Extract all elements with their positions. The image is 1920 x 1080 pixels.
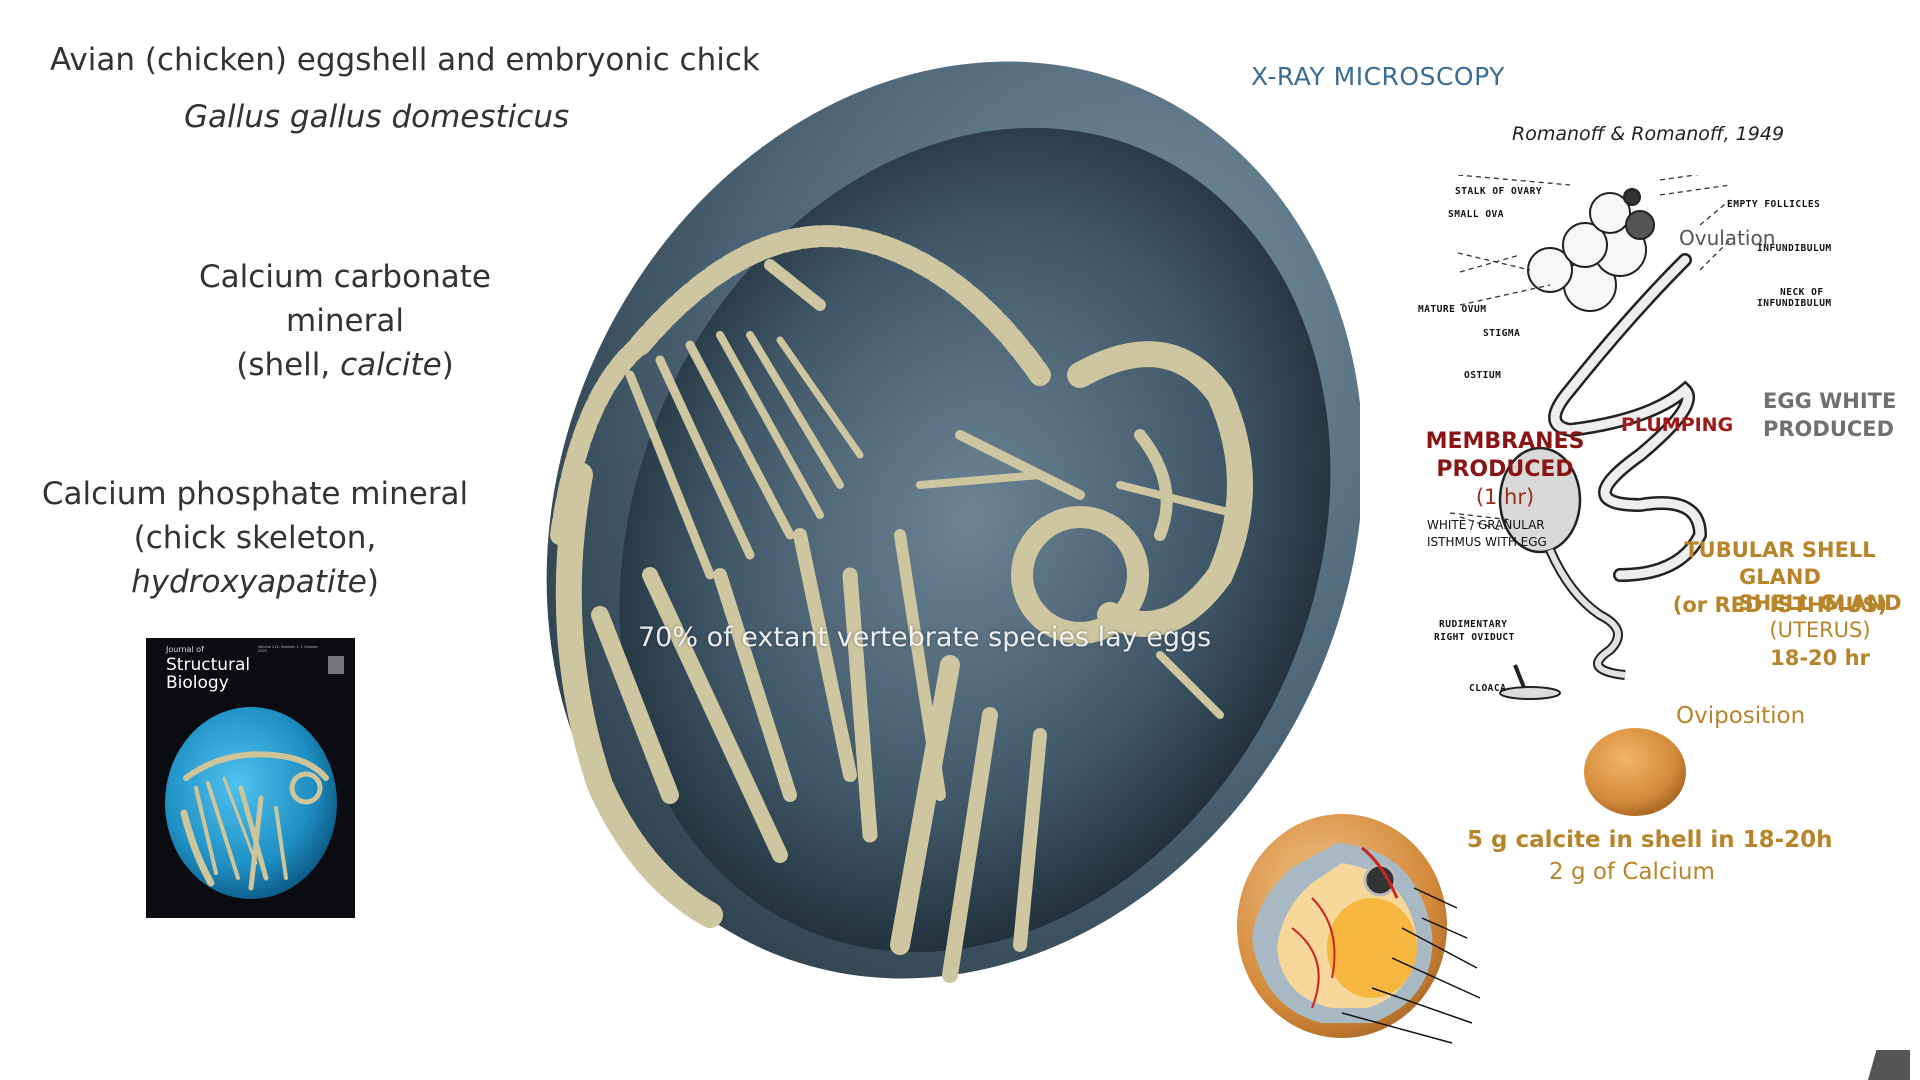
phosphate-line1: Calcium phosphate mineral [41,476,469,512]
oviduct-diagram [1449,175,1731,700]
label-ostium: OSTIUM [1464,370,1502,381]
label-neck-1: NECK OF [1780,287,1824,298]
phosphate-label: Calcium phosphate mineral (chick skeleto… [15,472,495,604]
label-stalk-of-ovary: STALK OF OVARY [1455,186,1543,197]
cover-egg-image [165,707,337,899]
calcite-note: 5 g calcite in shell in 18-20h [1467,827,1833,853]
carbonate-line2: (shell, calcite) [236,347,454,384]
oviposition-label: Oviposition [1676,703,1806,729]
leader-lines [1449,175,1731,531]
slide-title: Avian (chicken) eggshell and embryonic c… [50,42,760,78]
overlay-caption: 70% of extant vertebrate species lay egg… [638,622,1212,653]
carbonate-label: Calcium carbonate mineral (shell, calcit… [145,255,545,387]
reference-citation: Romanoff & Romanoff, 1949 [1512,123,1785,145]
isthmus-egg [1498,446,1626,680]
laid-egg [1584,728,1686,816]
ovary-cluster [1527,188,1655,312]
journal-cover: Journal of Structural Biology Volume 212… [146,638,355,918]
shell-gland-label: SHELL GLAND (UTERUS) 18-20 hr [1738,591,1902,670]
label-neck-2: INFUNDIBULUM [1757,298,1832,309]
corner-logo-icon [1868,1050,1910,1080]
label-rudimentary-2: RIGHT OVIDUCT [1434,632,1515,643]
arrows [1341,887,1481,1044]
label-small-ova: SMALL OVA [1448,209,1504,220]
tubular-shell-gland-label: TUBULAR SHELL GLAND(or RED ISTHMUS) [1672,538,1888,617]
publisher-logo-icon [328,656,344,674]
label-cloaca: CLOACA [1469,683,1507,694]
chick-skeleton [550,225,1253,983]
journal-title-line3: Biology [166,673,229,693]
label-empty-follicles: EMPTY FOLLICLES [1727,199,1821,210]
plumping-label: PLUMPING [1621,414,1734,436]
journal-title-line2: Structural [166,655,251,675]
label-mature-ovum: MATURE OVUM [1418,304,1487,315]
cloaca [1499,664,1561,700]
label-stigma: STIGMA [1483,328,1521,339]
egg-cross-section [1237,814,1481,1044]
label-isthmus-2: ISTHMUS WITH EGG [1427,535,1547,549]
eggshell [546,61,1360,979]
journal-title-small: Journal of [166,645,204,654]
calcium-note: 2 g of Calcium [1549,859,1715,885]
xray-header: X-RAY MICROSCOPY [1251,62,1505,91]
egg-xray-render [546,61,1360,983]
label-isthmus-1: WHITE / GRANULAR [1427,518,1545,532]
label-infundibulum: INFUNDIBULUM [1757,243,1832,254]
species-name: Gallus gallus domesticus [184,99,570,135]
journal-issue: Volume 212, Number 1, 1 October 2020 [258,645,319,653]
label-rudimentary-1: RUDIMENTARY [1439,619,1508,630]
carbonate-line1: Calcium carbonate mineral [199,259,491,340]
ovulation-label: Ovulation [1679,226,1776,250]
phosphate-line2: (chick skeleton, hydroxyapatite) [131,520,379,601]
